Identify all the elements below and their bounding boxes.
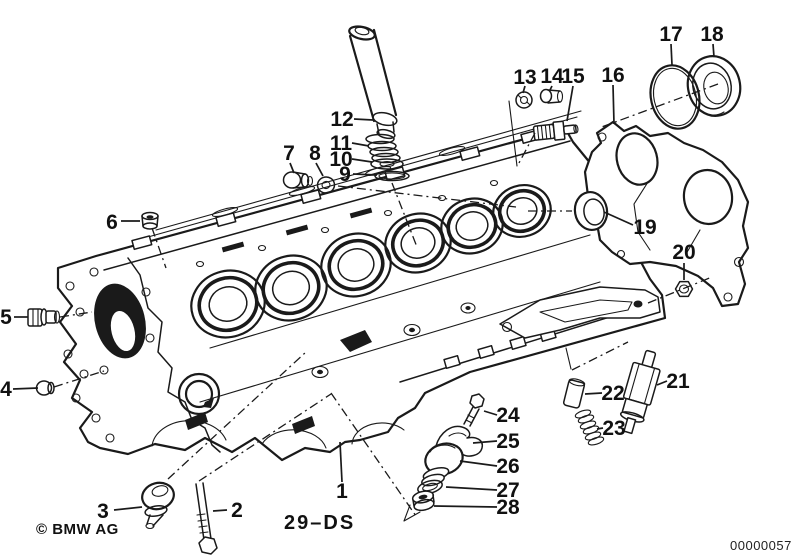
- callout-label-14: 14: [540, 65, 564, 88]
- callout-leader-21: [656, 380, 668, 386]
- callout-label-21: 21: [666, 370, 690, 393]
- bolt-2: [195, 482, 218, 555]
- deck-edge: [103, 140, 571, 271]
- switch-21: [619, 349, 661, 435]
- callout-label-1: 1: [336, 480, 348, 503]
- callout-leader-23: [596, 427, 604, 430]
- washer-9: [374, 170, 410, 182]
- callout-label-15: 15: [561, 65, 585, 88]
- bearing-bushing-19: [573, 190, 609, 232]
- spring-23: [574, 409, 605, 446]
- callout-label-3: 3: [97, 500, 109, 523]
- callout-label-12: 12: [330, 108, 353, 131]
- callout-label-13: 13: [513, 66, 536, 89]
- callout-leader-2: [212, 509, 228, 512]
- head-bolt-holes: [195, 179, 499, 268]
- end-plate-gasket: [583, 120, 750, 308]
- callout-leader-9: [352, 173, 378, 176]
- valve-body-26: [421, 442, 464, 487]
- callout-leader-10: [351, 158, 373, 163]
- callout-label-20: 20: [672, 241, 695, 264]
- callout-label-7: 7: [283, 142, 295, 165]
- callout-leader-1: [339, 441, 343, 483]
- callout-label-18: 18: [700, 23, 724, 46]
- callout-leader-18: [712, 43, 715, 58]
- section-code-text: 29–DS: [284, 512, 356, 534]
- sensor-15: [532, 120, 579, 141]
- washer-8: [316, 176, 336, 194]
- engine-mount-bracket: [499, 286, 661, 339]
- valve-spring: [365, 133, 401, 164]
- fitting-5: [27, 308, 61, 327]
- callout-leader-14: [549, 85, 553, 91]
- callout-leader-12: [353, 118, 374, 121]
- callout-label-11: 11: [330, 132, 353, 155]
- callout-leader-8: [315, 162, 324, 177]
- callout-label-9: 9: [339, 163, 351, 186]
- callout-label-16: 16: [601, 64, 624, 87]
- callout-label-25: 25: [496, 430, 520, 453]
- piston-22: [562, 378, 586, 409]
- callout-leader-16: [612, 84, 615, 125]
- engine-block-illustration: [56, 110, 667, 462]
- callout-label-19: 19: [633, 216, 656, 239]
- deck-face-slots: [221, 207, 373, 253]
- callout-leader-15: [566, 85, 574, 122]
- plug-14: [539, 88, 564, 104]
- callout-leader-27: [445, 486, 498, 491]
- callout-leader-25: [472, 440, 498, 444]
- callout-leader-11: [351, 142, 370, 147]
- callout-label-22: 22: [601, 382, 624, 405]
- callout-label-10: 10: [329, 148, 352, 171]
- cup-plug: [686, 55, 742, 117]
- axis-lines: [53, 83, 719, 517]
- cylinder-bores: [190, 184, 552, 339]
- callout-leader-4: [12, 387, 39, 390]
- plug-7: [282, 171, 314, 189]
- callout-label-26: 26: [496, 455, 519, 478]
- callout-label-5: 5: [0, 306, 12, 329]
- plug-4: [35, 380, 55, 396]
- callout-leader-22: [584, 392, 603, 395]
- copyright-text: © BMW AG: [36, 521, 119, 538]
- callout-leader-26: [459, 460, 498, 467]
- callout-label-23: 23: [602, 417, 625, 440]
- callout-label-2: 2: [231, 499, 243, 522]
- image-number-text: 00000057: [730, 538, 792, 553]
- callout-label-27: 27: [496, 479, 519, 502]
- nut-6: [141, 211, 159, 230]
- callout-label-8: 8: [309, 142, 321, 165]
- callout-label-17: 17: [659, 23, 682, 46]
- callout-label-4: 4: [0, 378, 12, 401]
- callout-leader-19: [603, 211, 634, 226]
- breather-tube: [348, 25, 398, 140]
- callout-leader-24: [483, 410, 498, 416]
- bolt-24: [463, 393, 485, 427]
- washer-13: [515, 91, 533, 109]
- washer-10: [370, 158, 404, 170]
- callout-leader-17: [670, 43, 673, 66]
- callout-label-6: 6: [106, 211, 118, 234]
- bushing-28: [403, 490, 435, 522]
- front-face: [63, 257, 221, 453]
- callout-leader-13: [522, 85, 526, 94]
- callout-leader-7: [289, 162, 295, 174]
- drain-plug-3: [141, 481, 175, 530]
- callout-label-28: 28: [496, 496, 520, 519]
- callout-label-24: 24: [496, 404, 520, 427]
- callout-leader-3: [113, 506, 143, 511]
- callout-leader-28: [433, 505, 498, 508]
